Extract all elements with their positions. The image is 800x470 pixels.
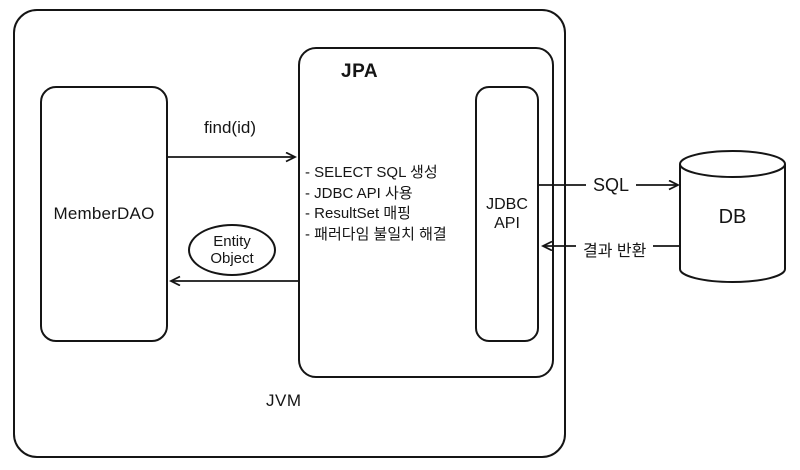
result-arrow-label: 결과 반환 [576, 237, 654, 261]
jdbc-api-label-line2: API [494, 215, 520, 232]
entity-object-ellipse: Entity Object [188, 224, 276, 276]
jdbc-api-box: JDBC API [475, 86, 539, 342]
jdbc-api-label-line1: JDBC [486, 196, 528, 213]
find-arrow-label: find(id) [204, 118, 256, 137]
jvm-label: JVM [266, 391, 302, 410]
db-label: DB [718, 206, 747, 228]
sql-arrow-label: SQL [586, 175, 637, 196]
member-dao-label: MemberDAO [53, 204, 155, 223]
member-dao-box: MemberDAO [40, 86, 168, 342]
jpa-feature-item: - ResultSet 매핑 [305, 205, 411, 222]
entity-object-label-line1: Entity [213, 233, 251, 250]
jpa-feature-item: - SELECT SQL 생성 [305, 164, 438, 181]
jpa-feature-item: - JDBC API 사용 [305, 184, 413, 202]
entity-object-label-line2: Object [210, 250, 254, 267]
jpa-feature-item: - 패러다임 불일치 해결 [305, 225, 447, 243]
jpa-feature-list: - SELECT SQL 생성 - JDBC API 사용 - ResultSe… [305, 163, 447, 245]
jpa-title: JPA [341, 61, 379, 82]
